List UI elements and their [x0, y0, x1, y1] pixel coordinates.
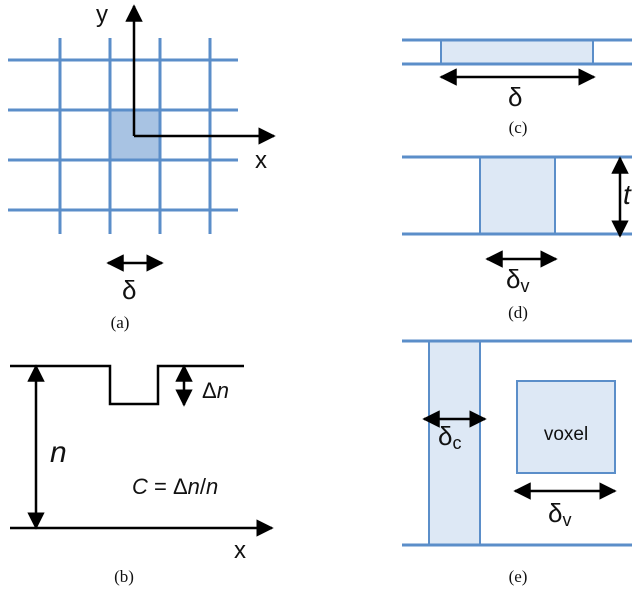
- gap-region: [440, 39, 594, 65]
- panel-a: y x δ (a): [8, 1, 276, 332]
- voxel-region-d: [479, 156, 556, 235]
- delta-label-c: δ: [508, 82, 522, 112]
- dn-label: Δn: [202, 378, 229, 403]
- voxel-box: [516, 380, 616, 474]
- voxel-label: voxel: [544, 424, 588, 445]
- caption-b: (b): [114, 567, 134, 586]
- caption-e: (e): [509, 567, 528, 586]
- delta-v-label-d: δv: [506, 264, 529, 296]
- panel-d: t δv (d): [402, 155, 632, 322]
- x-axis-label-b: x: [234, 537, 246, 564]
- panel-e: voxel δc δv (e): [402, 339, 632, 586]
- contrast-formula: C = Δn/n: [132, 474, 218, 499]
- panel-c: δ (c): [402, 38, 632, 137]
- delta-v-label-e: δv: [548, 498, 571, 530]
- caption-c: (c): [509, 118, 528, 137]
- step-profile: [10, 364, 244, 406]
- x-axis-label: x: [255, 147, 267, 174]
- delta-label: δ: [122, 275, 136, 305]
- caption-a: (a): [111, 313, 130, 332]
- delta-c-label: δc: [438, 421, 461, 453]
- n-label: n: [50, 436, 67, 469]
- t-label: t: [623, 179, 632, 210]
- caption-d: (d): [508, 303, 528, 322]
- grid-lines: [8, 38, 238, 234]
- y-axis-label: y: [96, 1, 108, 28]
- panel-b: Δn n C = Δn/n x (b): [10, 364, 274, 586]
